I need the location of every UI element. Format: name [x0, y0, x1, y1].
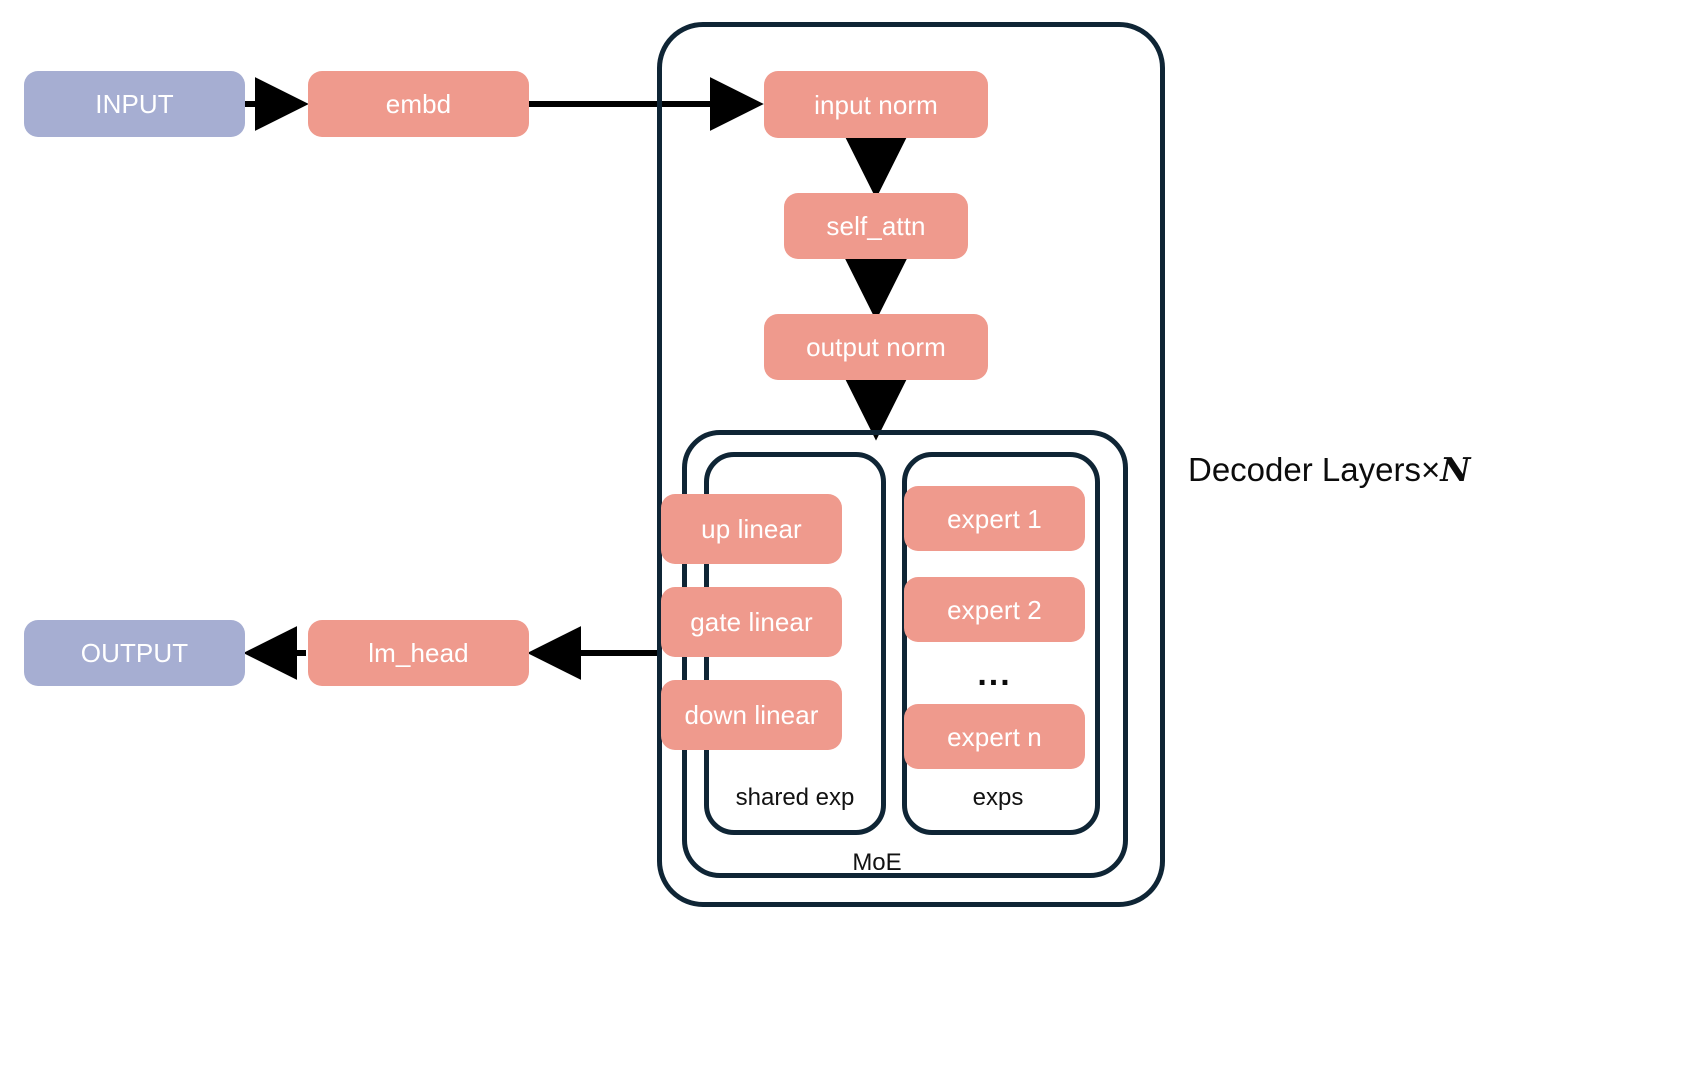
node-output[interactable]: OUTPUT [24, 620, 245, 686]
decoder-layers-caption-prefix: Decoder Layers× [1188, 451, 1441, 488]
node-expert-1-label: expert 1 [947, 503, 1042, 534]
node-input-label: INPUT [95, 89, 174, 119]
node-self-attn[interactable]: self_attn [784, 193, 968, 259]
node-gate-linear-label: gate linear [690, 607, 813, 637]
node-input-norm[interactable]: input norm [764, 71, 988, 138]
node-embd[interactable]: embd [308, 71, 529, 137]
experts-container [902, 452, 1100, 835]
moe-label: MoE [852, 849, 902, 876]
node-expert-2[interactable]: expert 2 [904, 577, 1085, 642]
node-output-label: OUTPUT [80, 638, 189, 668]
experts-ellipsis: ... [977, 655, 1012, 693]
node-expert-2-label: expert 2 [947, 594, 1042, 625]
decoder-layers-caption-n: N [1440, 450, 1471, 489]
node-down-linear-label: down linear [684, 700, 819, 730]
node-up-linear[interactable]: up linear [661, 494, 842, 564]
decoder-layers-caption: Decoder Layers×N [1188, 453, 1470, 486]
node-embd-label: embd [385, 89, 452, 119]
node-expert-1[interactable]: expert 1 [904, 486, 1085, 551]
node-input[interactable]: INPUT [24, 71, 245, 137]
node-output-norm[interactable]: output norm [764, 314, 988, 380]
node-gate-linear[interactable]: gate linear [661, 587, 842, 657]
experts-label: exps [972, 784, 1024, 811]
node-output-norm-label: output norm [806, 332, 946, 362]
node-lm-head-label: lm_head [368, 638, 469, 668]
node-down-linear[interactable]: down linear [661, 680, 842, 750]
node-self-attn-label: self_attn [826, 211, 926, 241]
node-up-linear-label: up linear [701, 514, 802, 544]
node-expert-n[interactable]: expert n [904, 704, 1085, 769]
shared-expert-label: shared exp [735, 784, 855, 811]
node-input-norm-label: input norm [814, 89, 938, 120]
node-expert-n-label: expert n [947, 721, 1042, 752]
decoder-layers-container [657, 22, 1165, 907]
node-lm-head[interactable]: lm_head [308, 620, 529, 686]
